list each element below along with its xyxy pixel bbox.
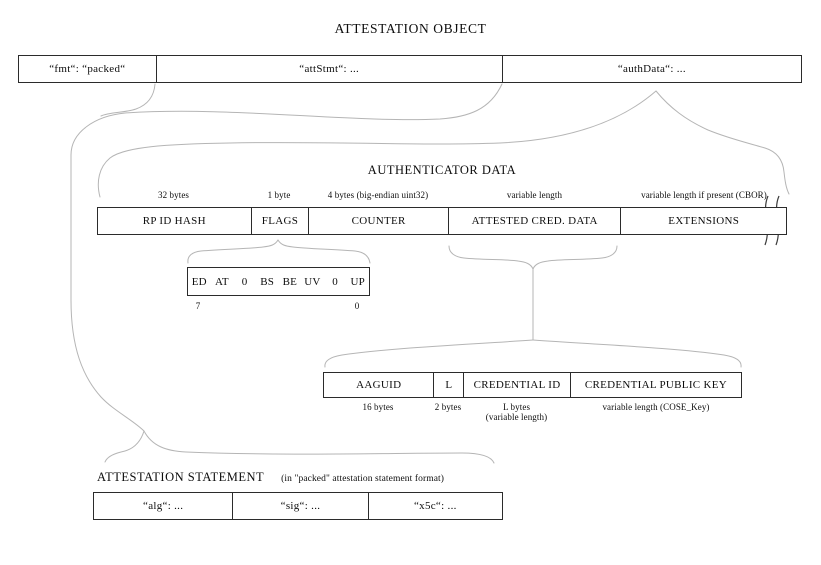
bit-at: AT [215,275,229,288]
authdata-cell: “authData“: ... [501,56,801,82]
aaguid-cell: AAGUID [356,379,402,391]
size-label-credential-public-key: variable length (COSE_Key) [602,402,710,412]
bit-index-lsb: 0 [354,301,360,311]
statement-brace-left [104,430,145,463]
flags-bits-row: ED AT 0 BS BE UV 0 UP [187,267,370,296]
attestation-object-row: “fmt“: “packed“ “attStmt“: ... “authData… [18,55,802,83]
diagram-title: ATTESTATION OBJECT [334,21,487,36]
bit-be: BE [282,275,298,288]
bit-index-msb: 7 [195,301,201,311]
flags-brace-left [187,239,279,264]
credential-id-cell: CREDENTIAL ID [463,373,569,397]
attstmt-cell: “attStmt“: ... [155,56,502,82]
size-label-counter: 4 bytes (big-endian uint32) [327,190,429,200]
attestation-statement-heading: ATTESTATION STATEMENT (in "packed" attes… [97,470,444,485]
bit-bs: BS [260,275,275,288]
size-label-aaguid: 16 bytes [362,402,394,412]
size-label-attested: variable length [506,190,563,200]
size-label-l: 2 bytes [434,402,462,412]
aaguid-tent-left [324,339,534,368]
flags-cell: FLAGS [250,208,309,234]
counter-cell: COUNTER [308,208,448,234]
acd-underbrace-right [532,245,618,270]
authdata-brace-right [655,90,790,195]
bit-uv: UV [304,275,321,288]
bit-up: UP [350,275,365,288]
aaguid-tent-right [532,339,742,368]
authenticator-data-row: RP ID HASH FLAGS COUNTER ATTESTED CRED. … [97,207,787,235]
attestation-statement-subtitle: (in "packed" attestation statement forma… [281,474,445,484]
attstmt-left-connector [100,83,156,117]
alg-cell: “alg“: ... [143,500,184,512]
rp-id-hash-cell: RP ID HASH [142,215,206,227]
flags-brace-right [277,239,371,264]
bit-zero-5: 0 [241,275,248,288]
statement-brace-right [143,430,495,464]
attested-cred-data-row: AAGUID L CREDENTIAL ID CREDENTIAL PUBLIC… [323,372,742,398]
x5c-cell: “x5c“: ... [367,493,502,519]
length-cell: L [433,373,463,397]
attstmt-right-connector [70,83,503,156]
sig-cell: “sig“: ... [232,493,367,519]
attested-cred-data-cell: ATTESTED CRED. DATA [447,208,621,234]
size-label-flags: 1 byte [267,190,291,200]
size-label-credential-id: L bytes (variable length) [485,402,548,422]
acd-underbrace-left [448,245,534,270]
size-label-rpidhash: 32 bytes [157,190,190,200]
authdata-brace-left [97,90,657,198]
bit-ed: ED [191,275,207,288]
attestation-statement-row: “alg“: ... “sig“: ... “x5c“: ... [93,492,503,520]
credential-public-key-cell: CREDENTIAL PUBLIC KEY [569,373,741,397]
extensions-cell: EXTENSIONS [620,208,786,234]
bit-zero-1: 0 [332,275,338,288]
attestation-statement-title: ATTESTATION STATEMENT [97,470,265,484]
authenticator-data-title: AUTHENTICATOR DATA [367,163,517,177]
fmt-cell: “fmt“: “packed“ [49,63,126,75]
size-label-extensions: variable length if present (CBOR) [641,190,767,200]
